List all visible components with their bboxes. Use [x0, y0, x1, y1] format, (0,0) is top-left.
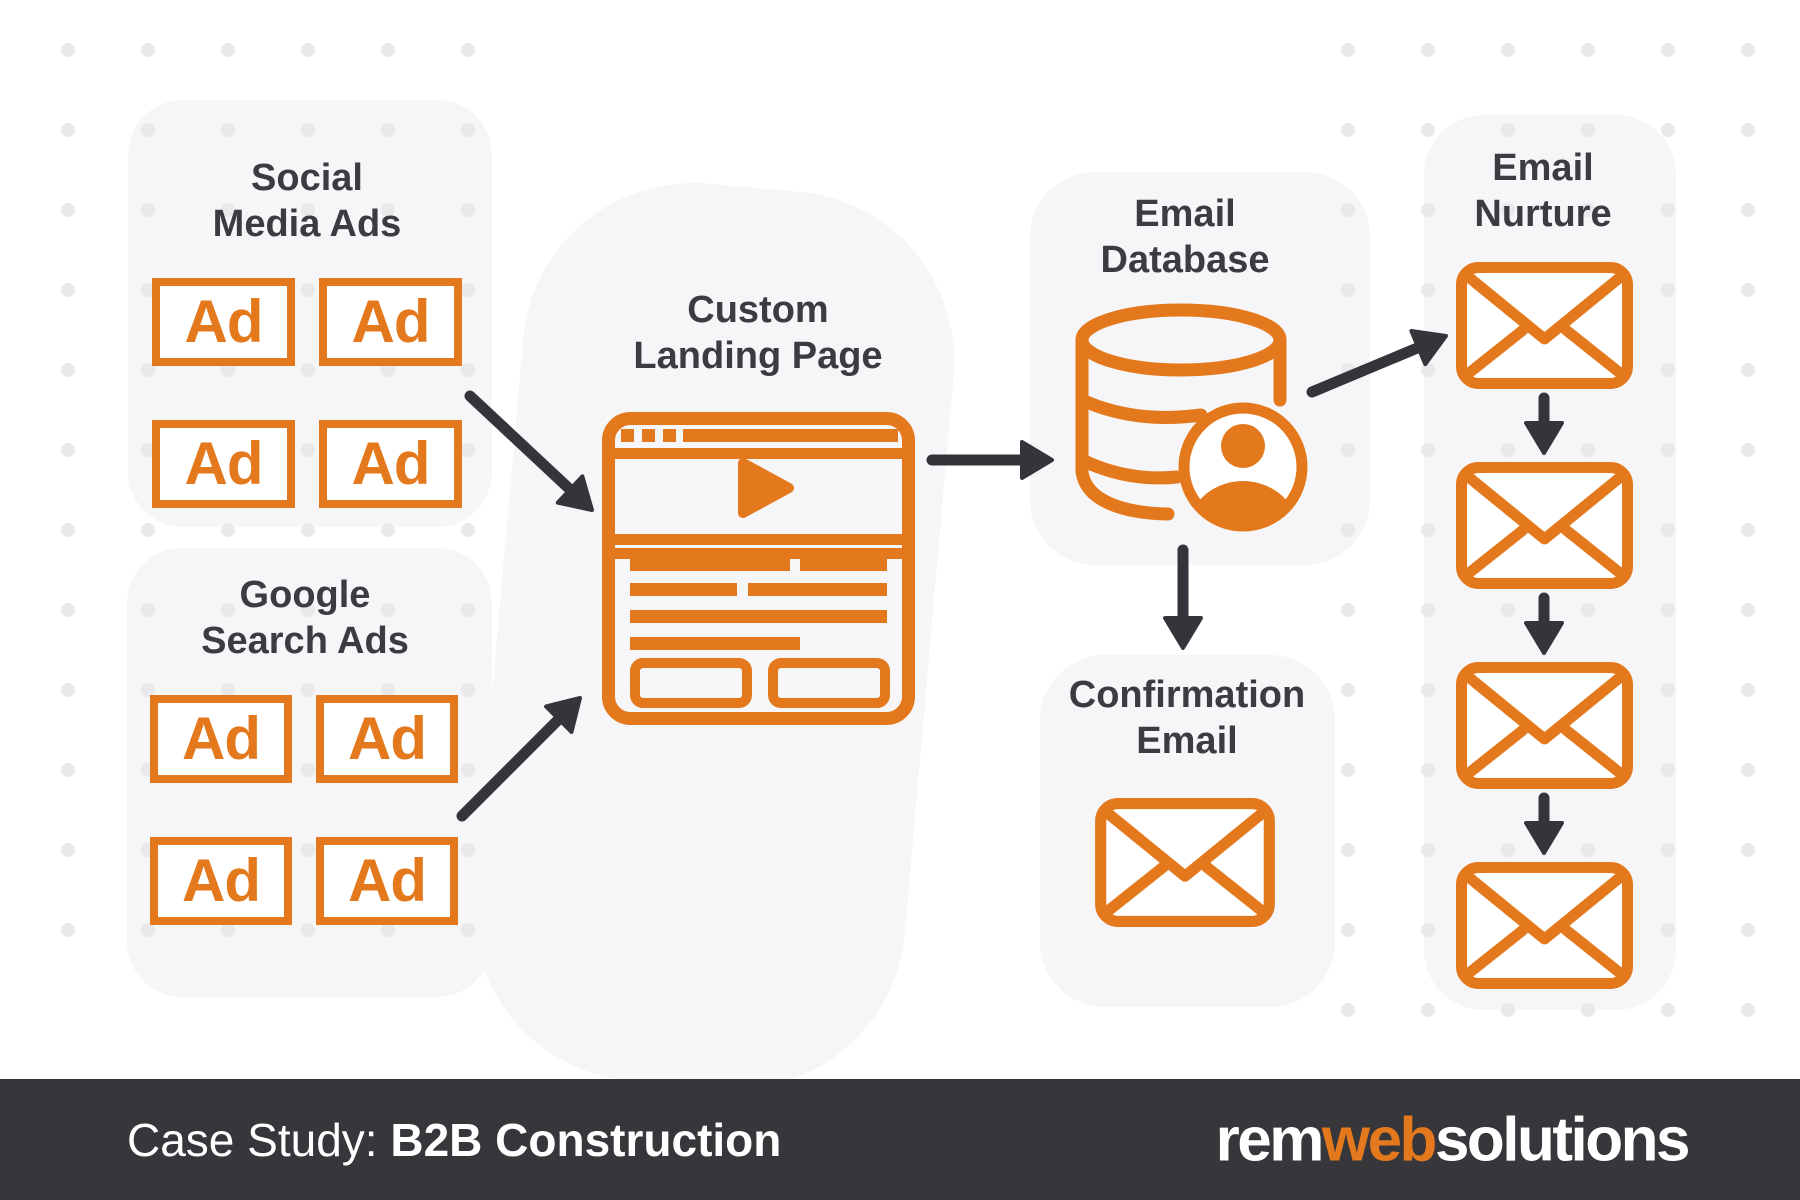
case-study-title: Case Study: B2B Construction [127, 1113, 781, 1167]
database-title-line1: Email [1134, 193, 1236, 235]
landing-page-title-line1: Custom [687, 289, 829, 331]
landing-page-title-line2: Landing Page [633, 335, 883, 377]
case-study-prefix: Case Study: [127, 1113, 391, 1166]
logo-web: web [1321, 1105, 1438, 1174]
nurture-title-line2: Nurture [1474, 193, 1612, 235]
ad-label: Ad [182, 847, 261, 914]
logo-rem: rem [1215, 1105, 1325, 1174]
confirmation-title-line1: Confirmation [1068, 674, 1306, 716]
ad-label: Ad [184, 430, 264, 497]
google-ads-title-line1: Google [239, 574, 371, 616]
remwebsolutions-logo: remwebsolutions [1215, 1104, 1691, 1175]
envelope-icon [1095, 798, 1275, 927]
database-icon [1075, 303, 1308, 532]
ad-box: Ad [152, 278, 295, 366]
browser-window-icon [602, 412, 915, 725]
ad-label: Ad [348, 705, 427, 772]
ad-box: Ad [316, 837, 458, 925]
confirmation-title: Confirmation Email [987, 672, 1387, 764]
database-title-line2: Database [1100, 239, 1270, 281]
google-ads-title: Google Search Ads [105, 572, 505, 664]
case-study-highlight: B2B Construction [390, 1113, 782, 1166]
confirmation-title-line2: Email [1136, 720, 1238, 762]
ad-label: Ad [351, 430, 431, 497]
envelope-icon [1456, 862, 1633, 989]
social-ads-title-line1: Social [251, 157, 363, 199]
footer-bar: Case Study: B2B Construction remwebsolut… [0, 1079, 1800, 1200]
ad-box: Ad [316, 695, 458, 783]
ad-box: Ad [152, 420, 295, 508]
ad-label: Ad [351, 288, 431, 355]
ad-label: Ad [184, 288, 264, 355]
envelope-icon [1456, 462, 1633, 589]
ad-box: Ad [319, 278, 462, 366]
logo-solutions: solutions [1434, 1105, 1691, 1174]
envelope-icon [1456, 662, 1633, 789]
nurture-title: Email Nurture [1343, 145, 1743, 237]
database-title: Email Database [985, 191, 1385, 283]
landing-page-title: Custom Landing Page [558, 287, 958, 379]
ad-box: Ad [150, 695, 292, 783]
ad-box: Ad [150, 837, 292, 925]
play-icon [738, 458, 794, 518]
envelope-icon [1456, 262, 1633, 389]
ad-box: Ad [319, 420, 462, 508]
nurture-title-line1: Email [1492, 147, 1594, 189]
ad-label: Ad [348, 847, 427, 914]
ad-label: Ad [182, 705, 261, 772]
google-ads-title-line2: Search Ads [201, 620, 409, 662]
social-ads-title-line2: Media Ads [212, 203, 402, 245]
social-ads-title: Social Media Ads [107, 155, 507, 247]
flow-arrows [456, 328, 1564, 855]
